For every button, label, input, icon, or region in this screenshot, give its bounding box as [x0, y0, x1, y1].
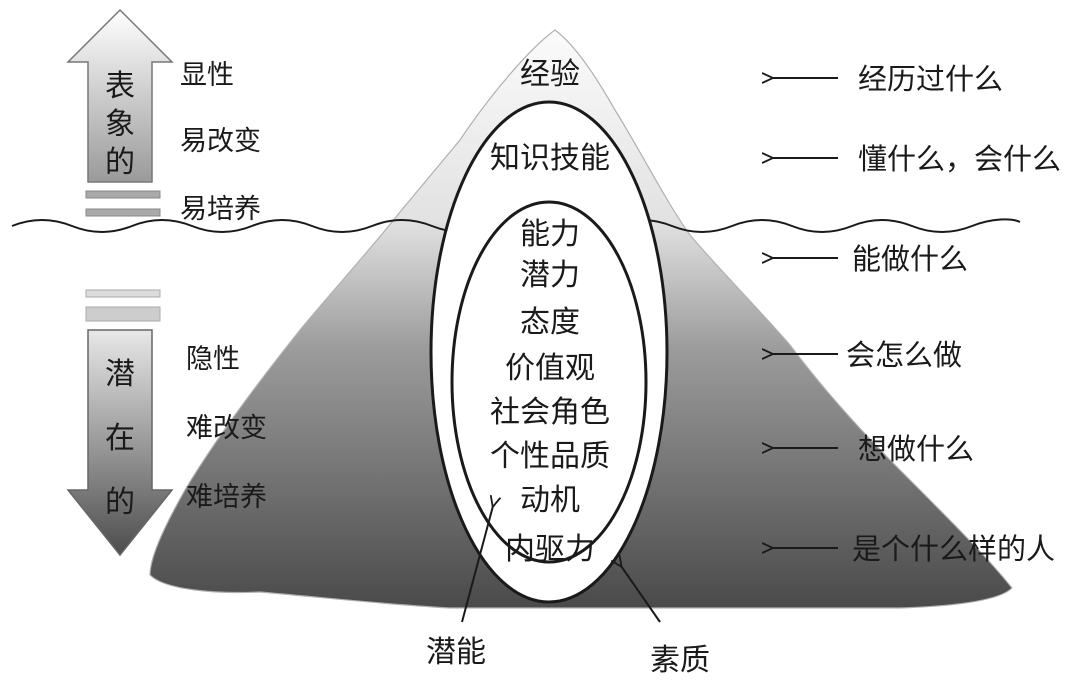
down-arrow-stripe-2 [85, 306, 161, 322]
inner-ellipse-potential [450, 200, 648, 564]
latent-label: 难培养 [186, 482, 267, 513]
surface-char: 表 [105, 69, 135, 104]
annotation-text: 经历过什么 [858, 62, 1003, 96]
inner-item: 价值观 [505, 351, 595, 386]
surface-label: 易培养 [180, 194, 261, 225]
latent-char: 的 [105, 485, 135, 520]
potential-label: 潜能 [426, 635, 486, 670]
inner-item: 个性品质 [490, 439, 610, 474]
annotation-text: 能做什么 [852, 242, 968, 276]
annotation-text: 想做什么 [858, 432, 974, 466]
latent-label: 隐性 [186, 344, 240, 375]
up-arrow-surface [66, 8, 174, 183]
down-arrow-latent [66, 329, 174, 557]
down-arrow-stripe-1 [85, 289, 161, 298]
latent-label: 难改变 [186, 413, 267, 444]
up-arrow-stripe-1 [85, 190, 161, 199]
inner-item: 潜力 [520, 258, 580, 293]
surface-label: 易改变 [180, 126, 261, 157]
inner-item: 态度 [520, 305, 580, 340]
tip-label-experience: 经验 [520, 57, 580, 92]
surface-char: 的 [105, 145, 135, 180]
latent-char: 潜 [105, 357, 135, 392]
outer-ellipse-label: 知识技能 [490, 141, 610, 176]
inner-item: 内驱力 [505, 532, 595, 567]
surface-label: 显性 [180, 60, 234, 91]
quality-label: 素质 [650, 643, 710, 678]
latent-char: 在 [105, 421, 135, 456]
annotation-text: 是个什么样的人 [852, 532, 1055, 566]
inner-item: 能力 [520, 217, 580, 252]
potential-pointer [461, 506, 493, 623]
quality-pointer [621, 566, 661, 623]
annotation-text: 会怎么做 [846, 338, 962, 372]
surface-char: 象 [105, 107, 135, 142]
inner-item: 社会角色 [490, 395, 610, 430]
annotation-text: 懂什么，会什么 [858, 142, 1061, 176]
up-arrow-stripe-2 [85, 208, 161, 217]
inner-item: 动机 [520, 483, 580, 518]
